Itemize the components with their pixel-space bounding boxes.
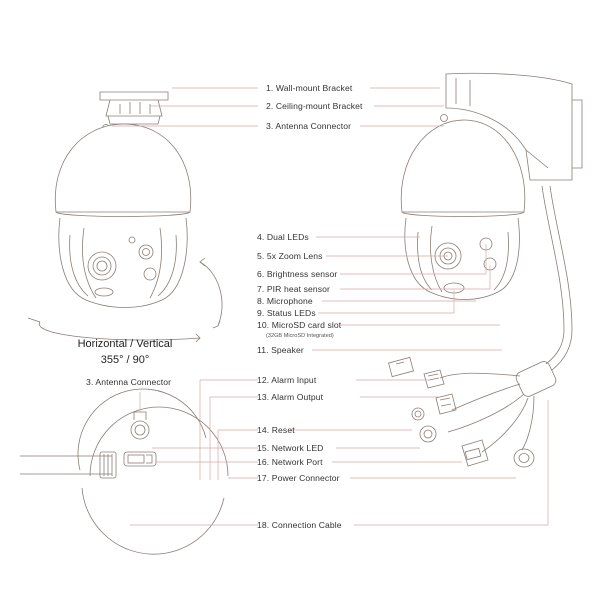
rotation-arrows [27, 257, 223, 343]
label-antenna-connector: 3. Antenna Connector [266, 121, 352, 131]
ceiling-mount-bracket [97, 91, 169, 133]
label-reset: 14. Reset [257, 425, 295, 435]
base-bottom-view [20, 388, 229, 555]
rotation-spec: Horizontal / Vertical 355° / 90° [60, 336, 190, 368]
rotation-angles: 355° / 90° [100, 354, 150, 366]
label-brightness-sensor: 6. Brightness sensor [257, 269, 338, 279]
label-connection-cable: 18. Connection Cable [257, 520, 342, 530]
label-speaker: 11. Speaker [257, 345, 304, 355]
wall-mount-bracket [440, 72, 583, 181]
label-zoom-lens: 5. 5x Zoom Lens [257, 251, 323, 261]
right-dome [400, 119, 526, 300]
label-ceiling-mount-bracket: 2. Ceiling-mount Bracket [266, 101, 363, 111]
connection-cable [439, 185, 573, 453]
label-power-connector: 17. Power Connector [257, 473, 340, 483]
rotation-title: Horizontal / Vertical [77, 338, 173, 350]
label-microsd-card-slot: 10. MicroSD card slot [257, 320, 342, 330]
label-alarm-output: 13. Alarm Output [257, 392, 324, 402]
label-pir-heat-sensor: 7. PIR heat sensor [257, 284, 330, 294]
label-alarm-input: 12. Alarm Input [257, 375, 317, 385]
label-network-port: 16. Network Port [257, 457, 323, 467]
label-dual-leds: 4. Dual LEDs [257, 232, 309, 242]
cable-connectors [388, 356, 535, 468]
label-base-antenna-connector: 3. Antenna Connector [86, 377, 172, 387]
left-dome [54, 123, 192, 308]
note-microsd-integrated: (32GB MicroSD Integrated) [266, 333, 334, 339]
label-microphone: 8. Microphone [257, 296, 313, 306]
label-wall-mount-bracket: 1. Wall-mount Bracket [266, 83, 353, 93]
leader-lines [112, 87, 549, 526]
label-status-leds: 9. Status LEDs [257, 308, 316, 318]
label-network-led: 15. Network LED [257, 443, 324, 453]
